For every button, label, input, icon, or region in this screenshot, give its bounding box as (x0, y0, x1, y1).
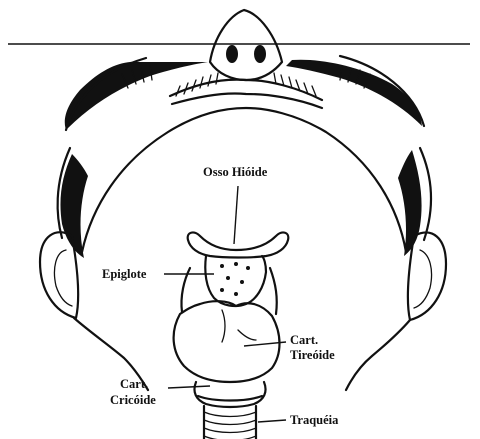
epiglottis-dot (246, 266, 250, 270)
hyoid-bone (188, 233, 289, 258)
ear-right-inner (414, 250, 432, 308)
nostril-left (226, 45, 238, 63)
label-cricoid-line1: Cart. (120, 377, 148, 391)
label-thyroid-line1: Cart. (290, 333, 318, 347)
label-hyoid: Osso Hióide (203, 165, 268, 179)
label-thyroid-line2: Tireóide (290, 348, 335, 362)
epiglottis-dot (240, 280, 244, 284)
trachea-rings (204, 412, 256, 439)
cricoid-band (198, 396, 262, 401)
mustache (176, 73, 316, 96)
label-trachea: Traquéia (290, 413, 339, 427)
hair-left (65, 62, 208, 130)
label-cricoid-line2: Cricóide (110, 393, 156, 407)
nostril-right (254, 45, 266, 63)
cricoid-leader (168, 386, 210, 388)
jaw-outline (82, 108, 406, 252)
lip-curve (172, 93, 322, 108)
hyoid-leader (234, 186, 238, 244)
ear-right (408, 232, 446, 320)
thyroid-notch (222, 310, 256, 342)
thyroid-cartilage (174, 301, 280, 382)
trachea-leader (258, 420, 286, 422)
epiglottis-dot (234, 292, 238, 296)
label-epiglottis: Epiglote (102, 267, 147, 281)
epiglottis-dot (220, 264, 224, 268)
ear-left-inner (54, 250, 72, 306)
nose (210, 10, 282, 80)
face-right (420, 148, 431, 240)
neck-right (346, 320, 410, 390)
epiglottis-dot (234, 262, 238, 266)
side-cartilage-right (270, 268, 277, 314)
sideburn-right (398, 150, 422, 256)
epiglottis-dot (226, 276, 230, 280)
epiglottis-dot (220, 288, 224, 292)
